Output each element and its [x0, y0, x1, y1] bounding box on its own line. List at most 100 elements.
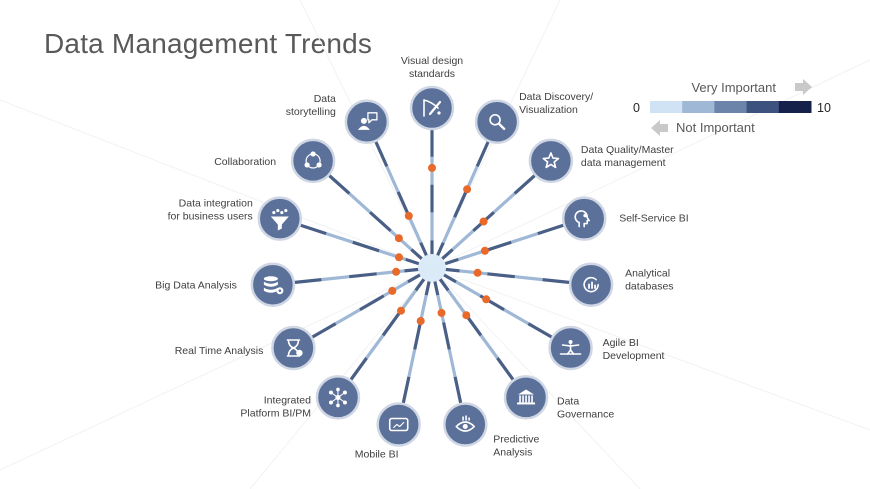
- background-ray: [0, 99, 433, 269]
- background-ray: [0, 267, 433, 471]
- trend-label-line: Governance: [557, 408, 614, 420]
- trend-label-line: Analytical: [625, 268, 670, 280]
- node-circle: [409, 85, 455, 131]
- spoke-segment: [510, 232, 539, 244]
- importance-marker: [416, 317, 425, 325]
- legend-scale-bar: [650, 101, 812, 113]
- search-icon: [489, 114, 506, 131]
- spoke-segment: [479, 334, 499, 359]
- spoke-segment: [348, 272, 377, 279]
- trend-node: [503, 375, 549, 420]
- trend-label-line: Integrated: [264, 394, 311, 406]
- legend-scale-step: [714, 101, 748, 113]
- trend-label-line: Data Discovery/: [519, 91, 593, 103]
- trend-label-line: Real Time Analysis: [175, 345, 264, 357]
- trend-node: [548, 325, 593, 371]
- background-ray: [431, 267, 870, 431]
- trend-node: [290, 138, 336, 184]
- trend-label: Collaboration: [214, 156, 276, 168]
- spoke-segment: [407, 349, 417, 378]
- importance-marker: [462, 311, 471, 320]
- refresh-chart-icon: [583, 276, 599, 293]
- trend-node: [376, 402, 421, 447]
- importance-marker: [397, 306, 405, 315]
- hourglass-icon: [286, 339, 303, 357]
- page-title: Data Management Trends: [44, 28, 373, 59]
- spoke-segment: [492, 192, 516, 214]
- trend-label: Data Discovery/Visualization: [519, 91, 593, 116]
- trend-label-line: Development: [603, 350, 665, 362]
- spoke-segment: [457, 249, 486, 261]
- importance-marker: [388, 286, 397, 295]
- legend-high-label: Very Important: [691, 80, 776, 95]
- trend-label-line: Visualization: [519, 104, 578, 116]
- head-gear-icon: [574, 210, 590, 228]
- trend-label-line: databases: [625, 281, 673, 293]
- legend-min: 0: [633, 101, 640, 115]
- spoke-segment: [352, 240, 380, 253]
- spoke-segment: [325, 232, 354, 244]
- tightrope-walker-icon: [559, 340, 582, 355]
- spoke-segment: [349, 357, 368, 382]
- node-circle: [528, 138, 574, 184]
- spoke-segment: [310, 322, 337, 339]
- trend-node: [443, 402, 488, 447]
- spoke-segment: [374, 140, 389, 168]
- arrow-left-icon: [651, 120, 668, 136]
- legend-scale-step: [778, 101, 812, 113]
- spoke-segment: [475, 140, 490, 168]
- importance-marker: [404, 211, 413, 220]
- spoke-segment: [321, 275, 350, 282]
- hub: [418, 254, 446, 282]
- spoke-segment: [484, 240, 512, 253]
- people-circle-icon: [304, 151, 322, 169]
- spoke-segment: [358, 294, 385, 312]
- spoke-segment: [381, 312, 401, 337]
- spoke-segment: [441, 216, 457, 244]
- trend-label: Self-Service BI: [619, 213, 688, 225]
- arrow-right-icon: [795, 79, 812, 95]
- trend-label-line: Big Data Analysis: [155, 280, 237, 292]
- background-ray: [431, 59, 870, 269]
- trend-label-line: Collaboration: [214, 156, 276, 168]
- trend-node: [250, 262, 296, 307]
- database-gear-icon: [263, 276, 284, 295]
- spoke-segment: [537, 223, 565, 236]
- trend-node: [474, 99, 520, 145]
- trend-label-line: Visual design: [401, 55, 463, 67]
- government-building-icon: [517, 389, 536, 405]
- trend-node: [568, 262, 614, 307]
- trend-node: [561, 196, 607, 241]
- trend-node: [257, 196, 303, 241]
- trend-label: Real Time Analysis: [175, 345, 264, 357]
- spoke-segment: [383, 280, 409, 298]
- importance-marker: [428, 163, 436, 172]
- trend-label-line: Mobile BI: [355, 449, 399, 461]
- spoke-segment: [436, 294, 446, 323]
- importance-legend: Very Important 0 10 Not Important: [633, 79, 831, 136]
- trend-node: [409, 85, 455, 131]
- importance-marker: [437, 308, 446, 317]
- spoke-segment: [327, 173, 351, 195]
- visual-design-icon: [423, 99, 442, 117]
- spoke-segment: [385, 165, 400, 193]
- funnel-icon: [270, 208, 289, 231]
- importance-marker: [473, 268, 482, 277]
- spoke-segment: [447, 349, 457, 378]
- spoke-segment: [451, 229, 475, 251]
- legend-scale-step: [682, 101, 715, 113]
- trend-label-line: storytelling: [286, 106, 336, 118]
- spoke-segment: [459, 269, 488, 276]
- spoke-segment: [447, 289, 466, 314]
- spoke-segment: [407, 216, 423, 244]
- node-circle: [376, 402, 421, 447]
- spoke-segment: [487, 272, 516, 279]
- node-circle: [344, 99, 390, 145]
- network-nodes-icon: [328, 387, 347, 408]
